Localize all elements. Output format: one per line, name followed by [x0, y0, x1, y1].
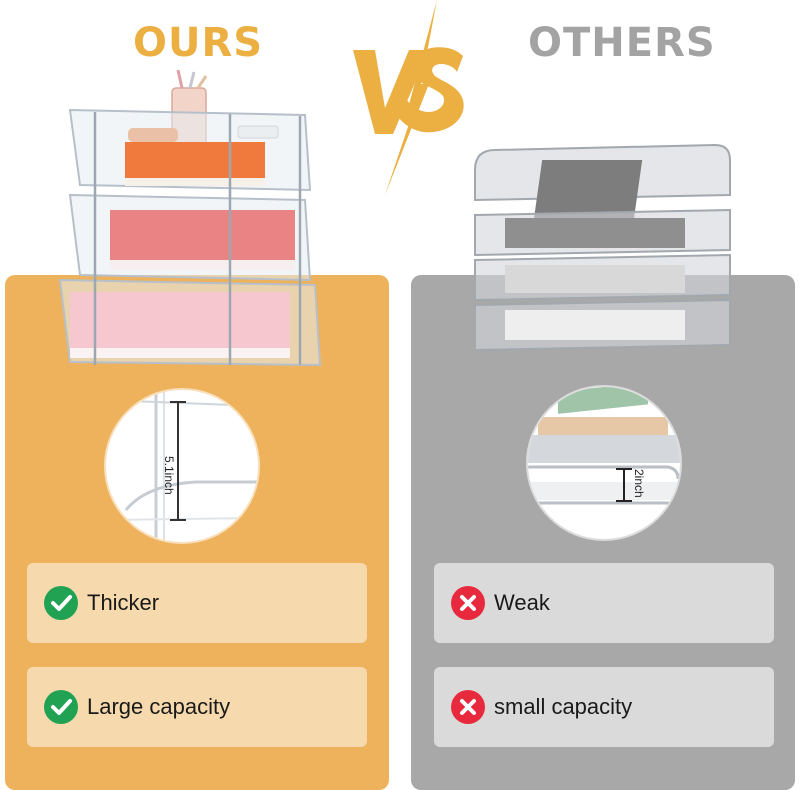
ours-heading: OURS [133, 20, 264, 66]
feature-label: Large capacity [87, 694, 231, 719]
ours-tier-detail [106, 390, 258, 542]
cross-circle-icon [451, 586, 485, 620]
feature-label: Thicker [87, 590, 160, 615]
others-heading: OTHERS [528, 20, 716, 66]
vs-lightning-logo [353, 0, 464, 195]
ours-height-label: 5.1inch [162, 456, 176, 495]
cross-circle-icon [451, 690, 485, 724]
ours-feature-thicker: Thicker [27, 563, 367, 643]
feature-label: Weak [494, 590, 550, 615]
ours-tray-illustration [58, 70, 322, 367]
check-circle-icon [44, 586, 78, 620]
others-tray-illustration [474, 143, 731, 352]
ours-feature-large-capacity: Large capacity [27, 667, 367, 747]
others-height-label: 2inch [632, 469, 646, 498]
feature-label: small capacity [494, 694, 633, 719]
check-circle-icon [44, 690, 78, 724]
others-feature-small-capacity: small capacity [434, 667, 774, 747]
others-feature-weak: Weak [434, 563, 774, 643]
others-tier-detail [528, 387, 680, 516]
ours-height-zoom: 5.1inch [106, 390, 258, 542]
others-height-zoom: 2inch [528, 387, 680, 539]
